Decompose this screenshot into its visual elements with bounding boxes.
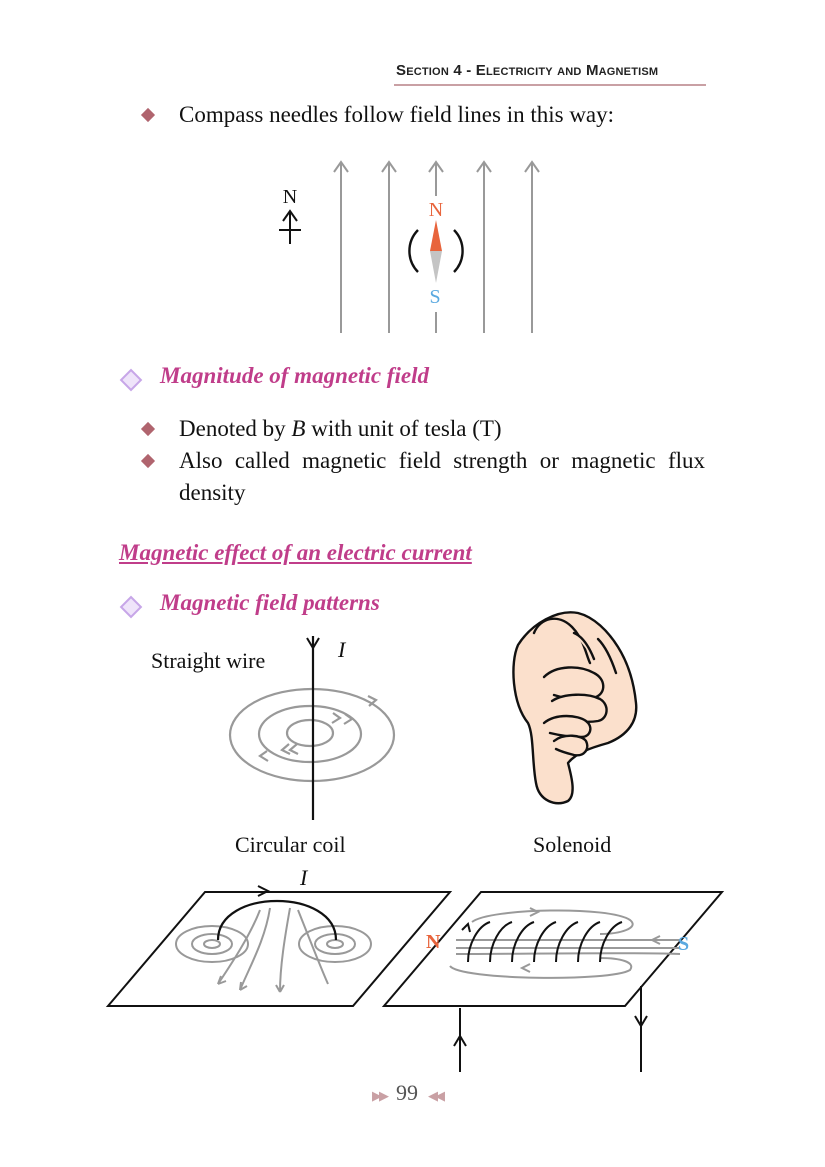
lead-up-arrow-icon [453, 1034, 467, 1047]
solenoid-coils [461, 921, 623, 963]
field-arrow-icon [428, 160, 444, 173]
solenoid-leads [453, 986, 648, 1072]
coil-plane [105, 891, 453, 1007]
solenoid-diagram: N S [381, 891, 725, 1072]
field-arrow-icon [280, 743, 291, 755]
current-symbol: I [337, 637, 347, 662]
page-number: 99 [396, 1080, 418, 1105]
bullet1-pre: Denoted by [179, 416, 292, 441]
compass-bullet-text: Compass needles follow field lines in th… [179, 102, 615, 127]
solenoid-north-label: N [426, 931, 441, 953]
solenoid-field-lines [449, 907, 681, 979]
coil-current-arrow-icon [257, 885, 271, 897]
solenoid-plane [381, 891, 725, 1007]
bullet1-post: with unit of tesla (T) [305, 416, 502, 441]
compass-field-diagram: N N S [279, 160, 540, 333]
next-arrows-icon: ▶▶ [372, 1088, 389, 1103]
circular-coil-diagram: I [105, 866, 453, 1007]
heading-diamond-icon [119, 595, 143, 619]
field-arrow-icon [331, 712, 342, 724]
needle-north-icon [430, 220, 442, 251]
straight-wire-diagram: I [228, 636, 396, 820]
bullet-diamond-icon [140, 453, 156, 469]
field-arrow-icon [288, 743, 299, 755]
coil-current-symbol: I [299, 866, 309, 890]
field-arrow-icon [367, 695, 378, 707]
header-rule [394, 84, 706, 86]
solenoid-south-label: S [678, 933, 689, 955]
lead-down-arrow-icon [634, 1015, 648, 1028]
field-arrow-icon [343, 713, 354, 725]
field-arrow-icon [333, 160, 349, 173]
field-arrow-icon [258, 750, 269, 762]
solenoid-label: Solenoid [533, 832, 612, 857]
page-footer: ▶▶ 99 ◀◀ [372, 1080, 445, 1106]
needle-south-icon [430, 251, 442, 283]
circular-coil-label: Circular coil [235, 832, 346, 857]
magnitude-bullet-2-line-1: Also called magnetic field strength or m… [179, 448, 705, 473]
current-arrow-icon [306, 637, 320, 650]
section-header: Section 4 - Electricity and Magnetism [396, 62, 658, 79]
north-indicator-label: N [283, 186, 297, 208]
field-arrow-icon [476, 160, 492, 173]
heading-diamond-icon [119, 368, 143, 392]
bullet-diamond-icon [140, 107, 156, 123]
section-header-text: Section 4 - Electricity and Magnetism [396, 62, 659, 79]
coil-wire [216, 900, 338, 941]
needle-south-label: S [429, 286, 440, 308]
magnitude-bullet-2-line-2: density [179, 480, 246, 505]
north-indicator: N [279, 186, 301, 244]
field-patterns-heading: Magnetic field patterns [160, 590, 380, 615]
field-arrow-icon [381, 160, 397, 173]
section-title: Magnetic effect of an electric current [119, 540, 472, 565]
field-lines [333, 160, 540, 333]
compass-icon: N S [408, 199, 464, 308]
field-arrow-icon [524, 160, 540, 173]
magnitude-bullet-1: Denoted by B with unit of tesla (T) [179, 413, 502, 445]
straight-wire-label: Straight wire [151, 648, 266, 673]
needle-north-label: N [429, 199, 443, 221]
coil-field-lines [175, 907, 372, 993]
right-hand-grip-icon [512, 611, 638, 805]
prev-arrows-icon: ◀◀ [428, 1088, 445, 1103]
bullet-diamond-icon [140, 421, 156, 437]
magnitude-heading: Magnitude of magnetic field [160, 363, 429, 388]
bullet1-var: B [291, 416, 306, 441]
